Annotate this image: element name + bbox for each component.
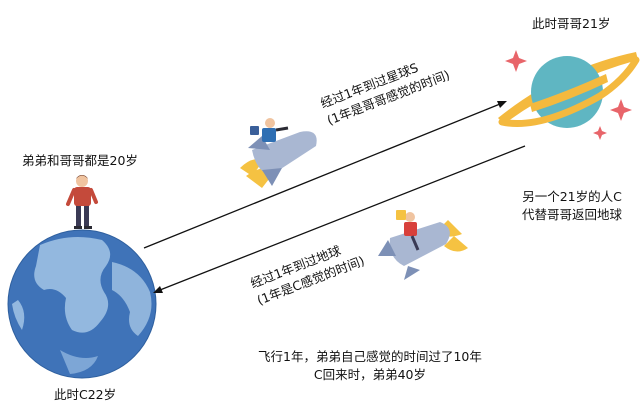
summary-caption: 飞行1年，弟弟自己感觉的时间过了10年 C回来时，弟弟40岁 (258, 348, 482, 384)
outbound-arrow (143, 101, 507, 249)
rocket-outbound-icon (240, 118, 317, 188)
replacement-line-2: 代替哥哥返回地球 (522, 207, 623, 222)
summary-line-2: C回来时，弟弟40岁 (313, 367, 426, 382)
return-arrow (153, 145, 526, 293)
sparkle-icon (505, 50, 632, 140)
planet-s-icon (498, 52, 640, 128)
earth-icon (7, 229, 157, 379)
summary-line-1: 飞行1年，弟弟自己感觉的时间过了10年 (258, 349, 482, 364)
brothers-age-label: 弟弟和哥哥都是20岁 (22, 153, 138, 168)
replacement-line-1: 另一个21岁的人C (522, 189, 622, 204)
rocket-return-icon (378, 210, 468, 280)
brother-figure (66, 175, 98, 229)
brother-age-at-star-label: 此时哥哥21岁 (532, 16, 611, 31)
c-age-now-label: 此时C22岁 (54, 387, 117, 402)
replacement-caption: 另一个21岁的人C 代替哥哥返回地球 (522, 188, 622, 224)
